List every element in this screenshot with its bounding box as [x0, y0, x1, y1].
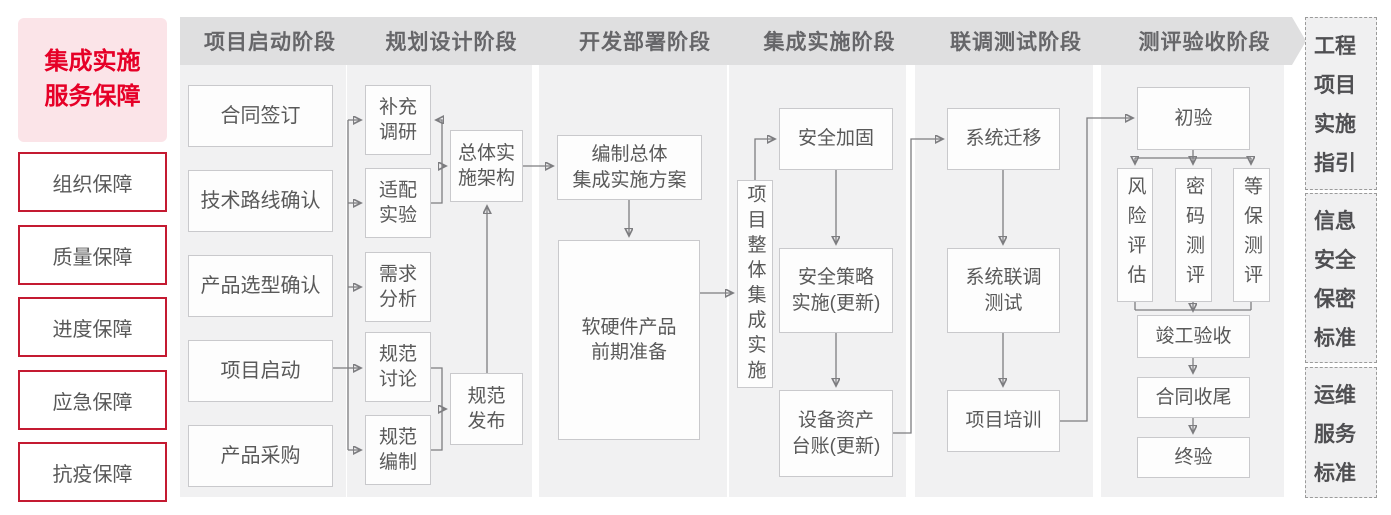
standard-information-security: 信息安全保密标准 — [1305, 193, 1377, 363]
box-adaptation-experiment: 适配实验 — [365, 168, 431, 238]
box-project-training: 项目培训 — [947, 390, 1060, 452]
box-security-policy-update: 安全策略实施(更新) — [779, 248, 893, 333]
guarantee-epidemic: 抗疫保障 — [18, 442, 167, 502]
box-completion-acceptance: 竣工验收 — [1137, 315, 1250, 358]
standard-security-text: 信息安全保密标准 — [1314, 209, 1356, 350]
guarantee-emergency: 应急保障 — [18, 370, 167, 430]
box-requirement-analysis: 需求分析 — [365, 252, 431, 322]
box-risk-assessment: 风险评估 — [1117, 168, 1153, 302]
box-overall-implementation-architecture: 总体实施架构 — [450, 130, 523, 202]
box-security-hardening: 安全加固 — [779, 108, 893, 170]
box-system-migration: 系统迁移 — [947, 108, 1060, 170]
box-product-procurement: 产品采购 — [188, 425, 333, 487]
box-tech-route-confirm: 技术路线确认 — [188, 170, 333, 232]
box-spec-discussion: 规范讨论 — [365, 332, 431, 402]
standard-ops-text: 运维服务标准 — [1314, 383, 1356, 485]
box-final-acceptance: 终验 — [1137, 437, 1250, 478]
guarantee-quality: 质量保障 — [18, 225, 167, 285]
standard-project-implementation-guide: 工程项目实施指引 — [1305, 17, 1377, 190]
phase-header-integration: 集成实施阶段 — [723, 17, 928, 65]
box-contract-signing: 合同签订 — [188, 85, 333, 147]
box-joint-commissioning-test: 系统联调测试 — [947, 248, 1060, 333]
box-spec-release: 规范发布 — [450, 373, 523, 445]
guarantee-organization: 组织保障 — [18, 152, 167, 212]
phase-header-develop: 开发部署阶段 — [533, 17, 749, 65]
box-initial-acceptance: 初验 — [1137, 87, 1250, 150]
diagram-title: 集成实施服务保障 — [18, 18, 167, 142]
phase-header-startup: 项目启动阶段 — [180, 17, 360, 65]
standard-guide-text: 工程项目实施指引 — [1314, 35, 1356, 175]
guarantee-schedule: 进度保障 — [18, 297, 167, 357]
box-crypto-evaluation: 密码测评 — [1175, 168, 1212, 302]
box-product-selection-confirm: 产品选型确认 — [188, 255, 333, 317]
box-project-kickoff: 项目启动 — [188, 340, 333, 402]
box-overall-integration-implementation: 项目整体集成实施 — [737, 180, 773, 388]
standard-ops-service: 运维服务标准 — [1305, 367, 1377, 498]
box-asset-ledger-update: 设备资产台账(更新) — [779, 390, 893, 477]
phase-header-planning: 规划设计阶段 — [341, 17, 554, 65]
box-spec-drafting: 规范编制 — [365, 415, 431, 485]
box-contract-closure: 合同收尾 — [1137, 377, 1250, 418]
box-classified-protection-evaluation: 等保测评 — [1233, 168, 1270, 302]
box-supplementary-research: 补充调研 — [365, 85, 431, 155]
box-hw-sw-preparation: 软硬件产品前期准备 — [558, 240, 700, 440]
phase-header-acceptance: 测评验收阶段 — [1095, 17, 1306, 65]
box-overall-integration-plan: 编制总体集成实施方案 — [557, 135, 702, 200]
phase-header-testing: 联调测试阶段 — [909, 17, 1115, 65]
